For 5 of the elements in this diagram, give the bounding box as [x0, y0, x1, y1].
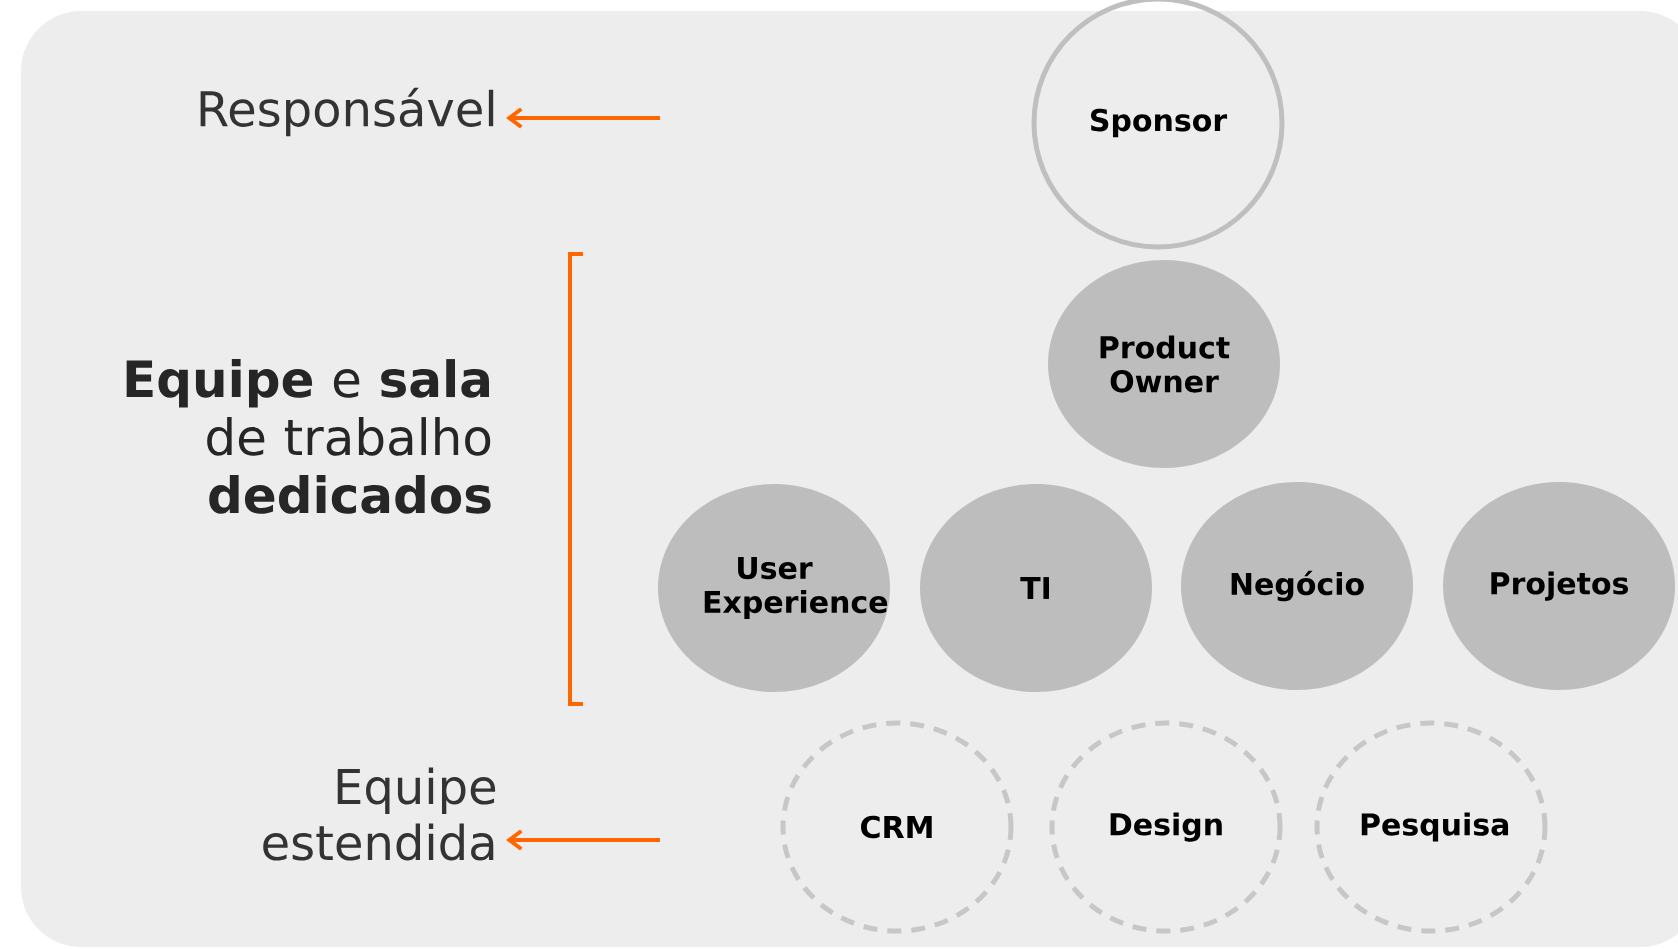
side-label: Equipe estendida — [263, 767, 496, 861]
side-label: Equipe e sala de trabalho dedicados — [126, 359, 491, 514]
arrow — [506, 829, 660, 851]
side-label: Responsável — [200, 87, 494, 137]
arrow — [506, 107, 660, 129]
